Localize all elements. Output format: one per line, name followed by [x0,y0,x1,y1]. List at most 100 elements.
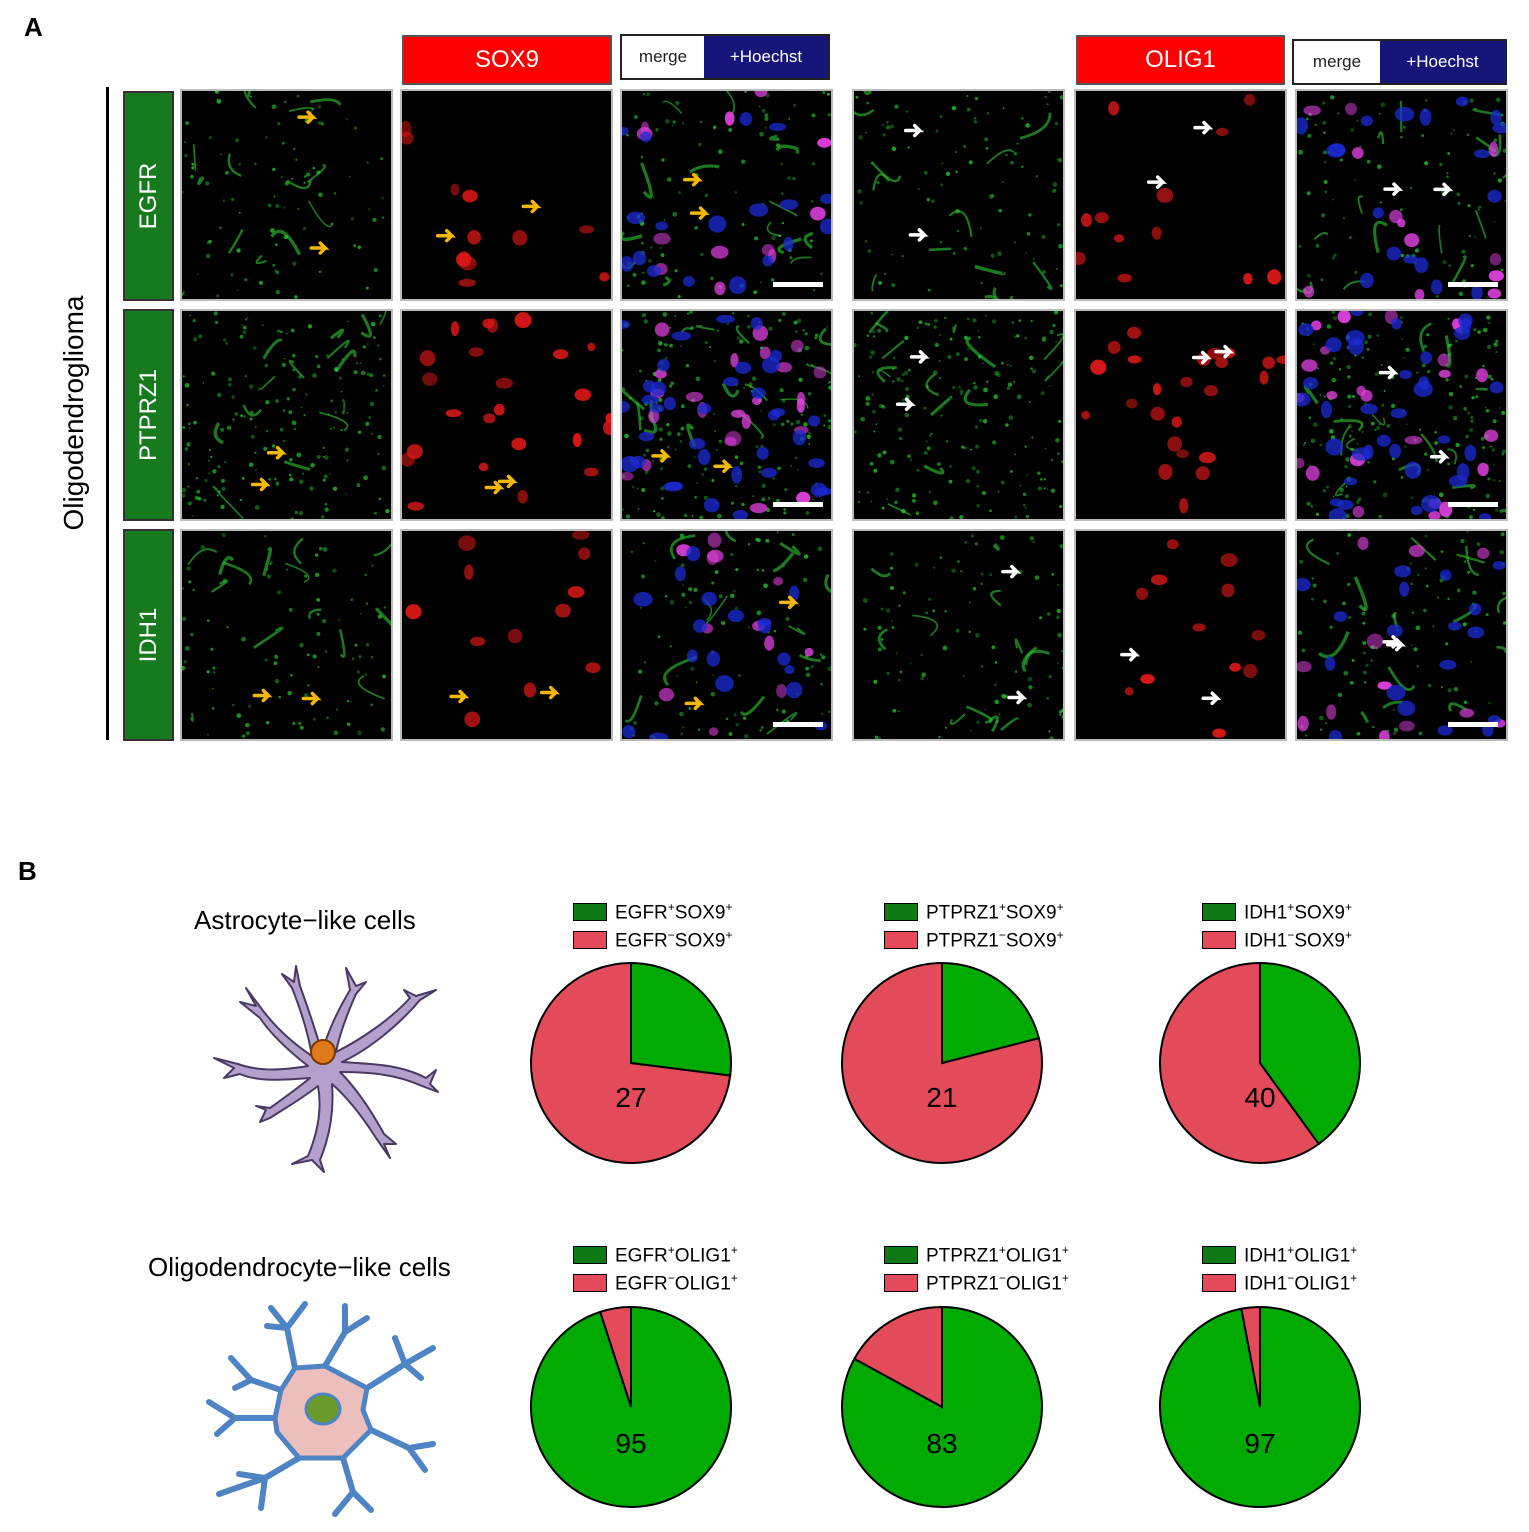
legend-text: IDH1−OLIG1+ [1244,1270,1358,1295]
micrograph-tile [852,529,1065,741]
micrograph-tile [180,89,393,301]
merge-label: merge [1294,41,1380,83]
legend-swatch [573,903,607,921]
sox9-header: SOX9 [402,35,612,85]
legend-item-negative: PTPRZ1−OLIG1+ [884,1269,1069,1297]
scale-bar [1448,282,1498,287]
micrograph-tile [1074,89,1287,301]
legend-item-positive: IDH1+OLIG1+ [1202,1241,1357,1269]
micrograph-tile [1074,309,1287,521]
hoechst-label: +Hoechst [704,36,828,78]
olig1-header: OLIG1 [1076,35,1285,85]
pie-value-label: 40 [1244,1082,1275,1113]
legend-swatch [573,931,607,949]
pie-legend: EGFR+SOX9+ EGFR−SOX9+ [573,898,733,954]
micrograph-tile [1295,309,1508,521]
micrograph-tile [620,89,833,301]
legend-item-positive: PTPRZ1+SOX9+ [884,898,1064,926]
legend-item-negative: EGFR−SOX9+ [573,926,733,954]
pie-legend: PTPRZ1+SOX9+ PTPRZ1−SOX9+ [884,898,1064,954]
astrocyte-title: Astrocyte−like cells [194,905,416,935]
legend-item-negative: IDH1−OLIG1+ [1202,1269,1357,1297]
pie-slice-positive [530,1305,732,1508]
legend-text: PTPRZ1−SOX9+ [926,927,1064,952]
legend-text: IDH1+OLIG1+ [1244,1242,1358,1267]
oligodendrocyte-illustration [206,1301,436,1517]
legend-item-positive: PTPRZ1+OLIG1+ [884,1241,1069,1269]
legend-item-positive: EGFR+SOX9+ [573,898,733,926]
legend-swatch [573,1274,607,1292]
oligodendrocyte-title: Oligodendrocyte−like cells [148,1252,451,1282]
scale-bar [1448,722,1498,727]
panel-a-letter: A [24,12,43,42]
pie-chart: 40 [1159,961,1361,1164]
pie-value-label: 21 [926,1082,957,1113]
legend-swatch [1202,1274,1236,1292]
micrograph-tile [1295,89,1508,301]
micrograph-tile [1074,529,1287,741]
scale-bar [773,722,823,727]
pie-legend: IDH1+SOX9+IDH1−SOX9+ [1202,898,1352,954]
legend-swatch [884,1246,918,1264]
pie-legend: PTPRZ1+OLIG1+ PTPRZ1−OLIG1+ [884,1241,1069,1297]
pie-slice-positive [841,1305,1043,1508]
legend-swatch [1202,1246,1236,1264]
pie-chart: 97 [1159,1305,1361,1508]
legend-swatch [884,903,918,921]
legend-text: IDH1+SOX9+ [1244,899,1353,924]
micrograph-tile [400,529,613,741]
micrograph-tile [180,309,393,521]
pie-value-label: 95 [615,1428,646,1459]
legend-item-negative: PTPRZ1−SOX9+ [884,926,1064,954]
row-label-egfr: EGFR [123,91,174,301]
astrocyte-illustration [213,965,439,1173]
legend-text: PTPRZ1+OLIG1+ [926,1242,1069,1267]
legend-text: EGFR+OLIG1+ [615,1242,738,1267]
legend-swatch [884,931,918,949]
legend-text: PTPRZ1−OLIG1+ [926,1270,1069,1295]
micrograph-tile [180,529,393,741]
scale-bar [773,282,823,287]
legend-item-positive: IDH1+SOX9+ [1202,898,1352,926]
micrograph-tile [1295,529,1508,741]
scale-bar [1448,502,1498,507]
pie-legend: IDH1+OLIG1+ IDH1−OLIG1+ [1202,1241,1357,1297]
legend-item-positive: EGFR+OLIG1+ [573,1241,738,1269]
micrograph-tile [852,89,1065,301]
merge-header-left: merge +Hoechst [620,34,830,80]
hoechst-label: +Hoechst [1380,41,1505,83]
legend-swatch [1202,931,1236,949]
pie-value-label: 27 [615,1082,646,1113]
oligodendroglioma-label: Oligodendroglioma [58,295,89,531]
legend-text: EGFR+SOX9+ [615,899,733,924]
oligodendroglioma-bracket [106,87,109,740]
row-label-ptprz1: PTPRZ1 [123,309,174,521]
pie-slice-positive [630,961,732,1077]
pie-chart: 21 [841,961,1043,1164]
pie-slice-negative [853,1305,943,1409]
scale-bar [773,502,823,507]
legend-text: EGFR−SOX9+ [615,927,733,952]
pie-chart: 27 [530,961,732,1164]
panel-b-letter: B [18,856,37,886]
micrograph-tile [620,529,833,741]
pie-legend: EGFR+OLIG1+ EGFR−OLIG1+ [573,1241,738,1297]
pie-chart: 95 [530,1305,732,1508]
pie-slice-positive [1159,1305,1361,1508]
legend-swatch [573,1246,607,1264]
pie-chart: 83 [841,1305,1043,1508]
micrograph-tile [852,309,1065,521]
merge-label: merge [622,36,704,78]
pie-slice-positive [1259,961,1361,1146]
merge-header-right: merge +Hoechst [1292,39,1507,85]
legend-text: EGFR−OLIG1+ [615,1270,738,1295]
legend-text: PTPRZ1+SOX9+ [926,899,1064,924]
micrograph-tile [400,309,613,521]
legend-item-negative: IDH1−SOX9+ [1202,926,1352,954]
micrograph-tile [620,309,833,521]
micrograph-tile [400,89,613,301]
pie-slice-negative [1159,961,1321,1164]
pie-value-label: 97 [1244,1428,1275,1459]
row-label-idh1: IDH1 [123,529,174,741]
legend-swatch [884,1274,918,1292]
